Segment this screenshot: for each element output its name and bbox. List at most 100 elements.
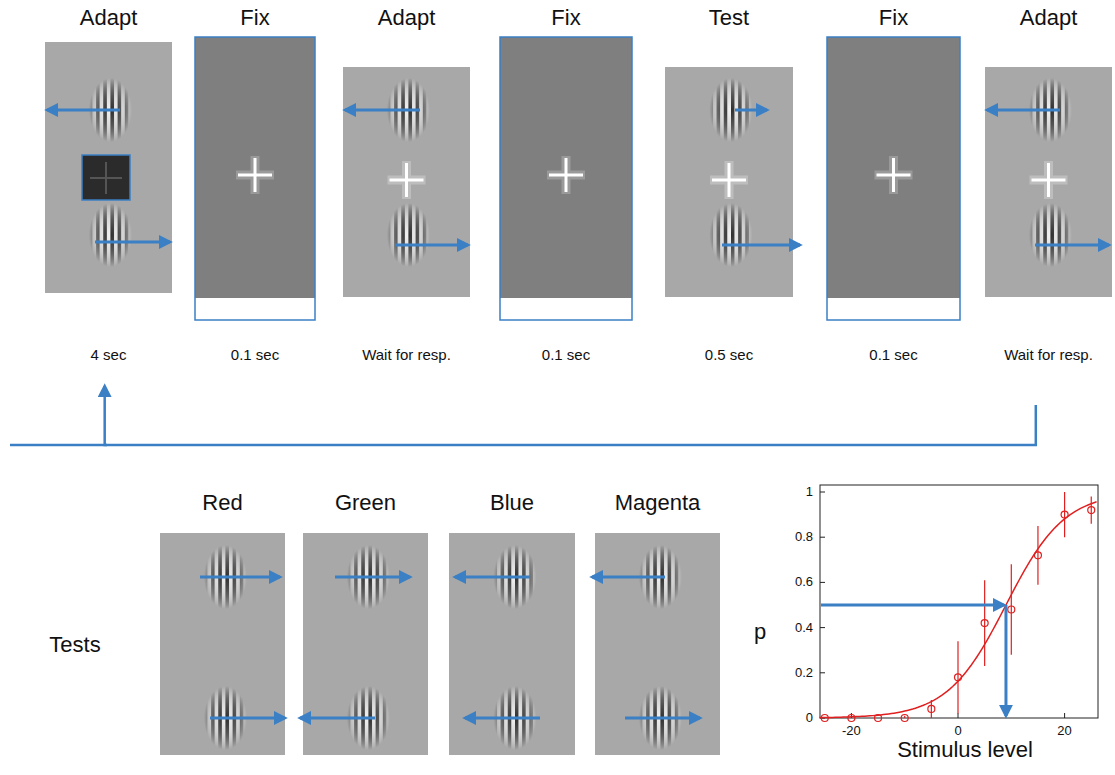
- screen-outline: [827, 37, 960, 320]
- duration-label: 0.1 sec: [542, 346, 590, 364]
- fixation-cross: [388, 161, 426, 199]
- tick-label: 0: [954, 723, 961, 739]
- grating-stripe: [103, 203, 107, 267]
- grating-stripe: [204, 686, 208, 750]
- grating-stripe: [731, 203, 735, 267]
- motion-arrow: [987, 109, 1060, 112]
- tick-label: 0.8: [795, 529, 813, 545]
- motion-arrow: [395, 244, 468, 247]
- tick-label: 0.4: [795, 620, 813, 636]
- frame-heading: Fix: [879, 5, 908, 31]
- cross-halo: [875, 156, 913, 194]
- grating-stripe: [668, 545, 672, 609]
- sequence-frame: AdaptWait for resp.: [985, 5, 1112, 370]
- grating-stripe: [1061, 203, 1065, 267]
- sequence-frame: Fix0.1 sec: [827, 5, 960, 370]
- plot-frame: [820, 485, 1098, 718]
- grating-stripe: [742, 203, 746, 267]
- data-point: [821, 715, 828, 722]
- data-point: [901, 715, 908, 722]
- stimulus-screen: [45, 42, 172, 293]
- grating-stripe: [1054, 203, 1058, 267]
- frame-heading: Test: [709, 5, 749, 31]
- sequence-frame: Fix 0.1 sec: [195, 5, 315, 370]
- data-point: [1034, 552, 1041, 559]
- grating-stripe: [735, 203, 739, 267]
- motion-arrow: [735, 109, 767, 112]
- grating-stripe: [724, 78, 728, 142]
- grating-stripe: [717, 203, 721, 267]
- grating-stripe: [1047, 203, 1051, 267]
- cross-halo: [236, 156, 274, 194]
- tick-label: 20: [1057, 723, 1071, 739]
- grating-stripe: [749, 203, 753, 267]
- grating-stripe: [107, 203, 111, 267]
- frame-heading: Magenta: [615, 490, 701, 516]
- cross-stroke: [390, 163, 424, 197]
- y-tick: [820, 582, 825, 583]
- test-condition: Green: [303, 490, 428, 755]
- data-point: [928, 705, 935, 712]
- grating-stripe: [1033, 203, 1037, 267]
- y-tick: [820, 627, 825, 628]
- stimulus-screen: [160, 533, 285, 755]
- motion-arrow: [722, 244, 800, 247]
- grating-stripe: [121, 203, 125, 267]
- data-point: [955, 674, 962, 681]
- grating-stripe: [412, 203, 416, 267]
- grating-stripe: [387, 203, 391, 267]
- grating-stripe: [720, 203, 724, 267]
- grating-patch: [387, 203, 430, 267]
- axis-title: p: [754, 619, 766, 645]
- duration-label: 0.1 sec: [231, 346, 279, 364]
- grating-stripe: [713, 203, 717, 267]
- grating-stripe: [419, 203, 423, 267]
- data-point: [875, 715, 882, 722]
- grating-stripe: [427, 78, 431, 142]
- grating-stripe: [675, 545, 679, 609]
- test-condition: Blue: [449, 490, 575, 755]
- duration-label: Wait for resp.: [362, 346, 451, 364]
- stimulus-screen: [595, 533, 720, 755]
- fit-curve: [819, 502, 1096, 718]
- motion-arrow: [335, 576, 410, 579]
- frame-heading: Green: [335, 490, 396, 516]
- loop-stub: [10, 444, 107, 447]
- grating-stripe: [709, 78, 713, 142]
- grating-stripe: [745, 203, 749, 267]
- grating-stripe: [1051, 203, 1055, 267]
- grating-stripe: [713, 78, 717, 142]
- cross-stroke: [238, 158, 272, 192]
- grating-stripe: [391, 203, 395, 267]
- grating-stripe: [129, 78, 133, 142]
- grating-stripe: [720, 78, 724, 142]
- fixation-screen: [195, 37, 315, 298]
- error-bar: [1091, 497, 1092, 524]
- grating-stripe: [121, 78, 125, 142]
- error-bar: [957, 641, 958, 713]
- tick-label: 0: [806, 710, 813, 726]
- grating-stripe: [1061, 78, 1065, 142]
- duration-label: 4 sec: [91, 346, 127, 364]
- data-point: [981, 620, 988, 627]
- grating-stripe: [416, 203, 420, 267]
- error-bar: [931, 700, 932, 718]
- frame-heading: Adapt: [80, 5, 138, 31]
- grating-stripe: [727, 78, 731, 142]
- grating-stripe: [1029, 203, 1033, 267]
- y-tick: [820, 492, 825, 493]
- screen-outline: [500, 37, 632, 320]
- frame-heading: Fix: [240, 5, 269, 31]
- motion-arrow: [200, 576, 280, 579]
- grating-patch: [709, 203, 752, 267]
- x-tick: [958, 713, 959, 718]
- grating-stripe: [114, 203, 118, 267]
- grating-stripe: [717, 78, 721, 142]
- data-point: [1088, 507, 1095, 514]
- fixation-screen: [500, 37, 632, 298]
- row-label: Tests: [49, 632, 100, 658]
- fixation-cross: [1030, 161, 1068, 199]
- motion-arrow: [95, 241, 170, 244]
- cross-stroke: [549, 158, 583, 192]
- grating-stripe: [89, 203, 93, 267]
